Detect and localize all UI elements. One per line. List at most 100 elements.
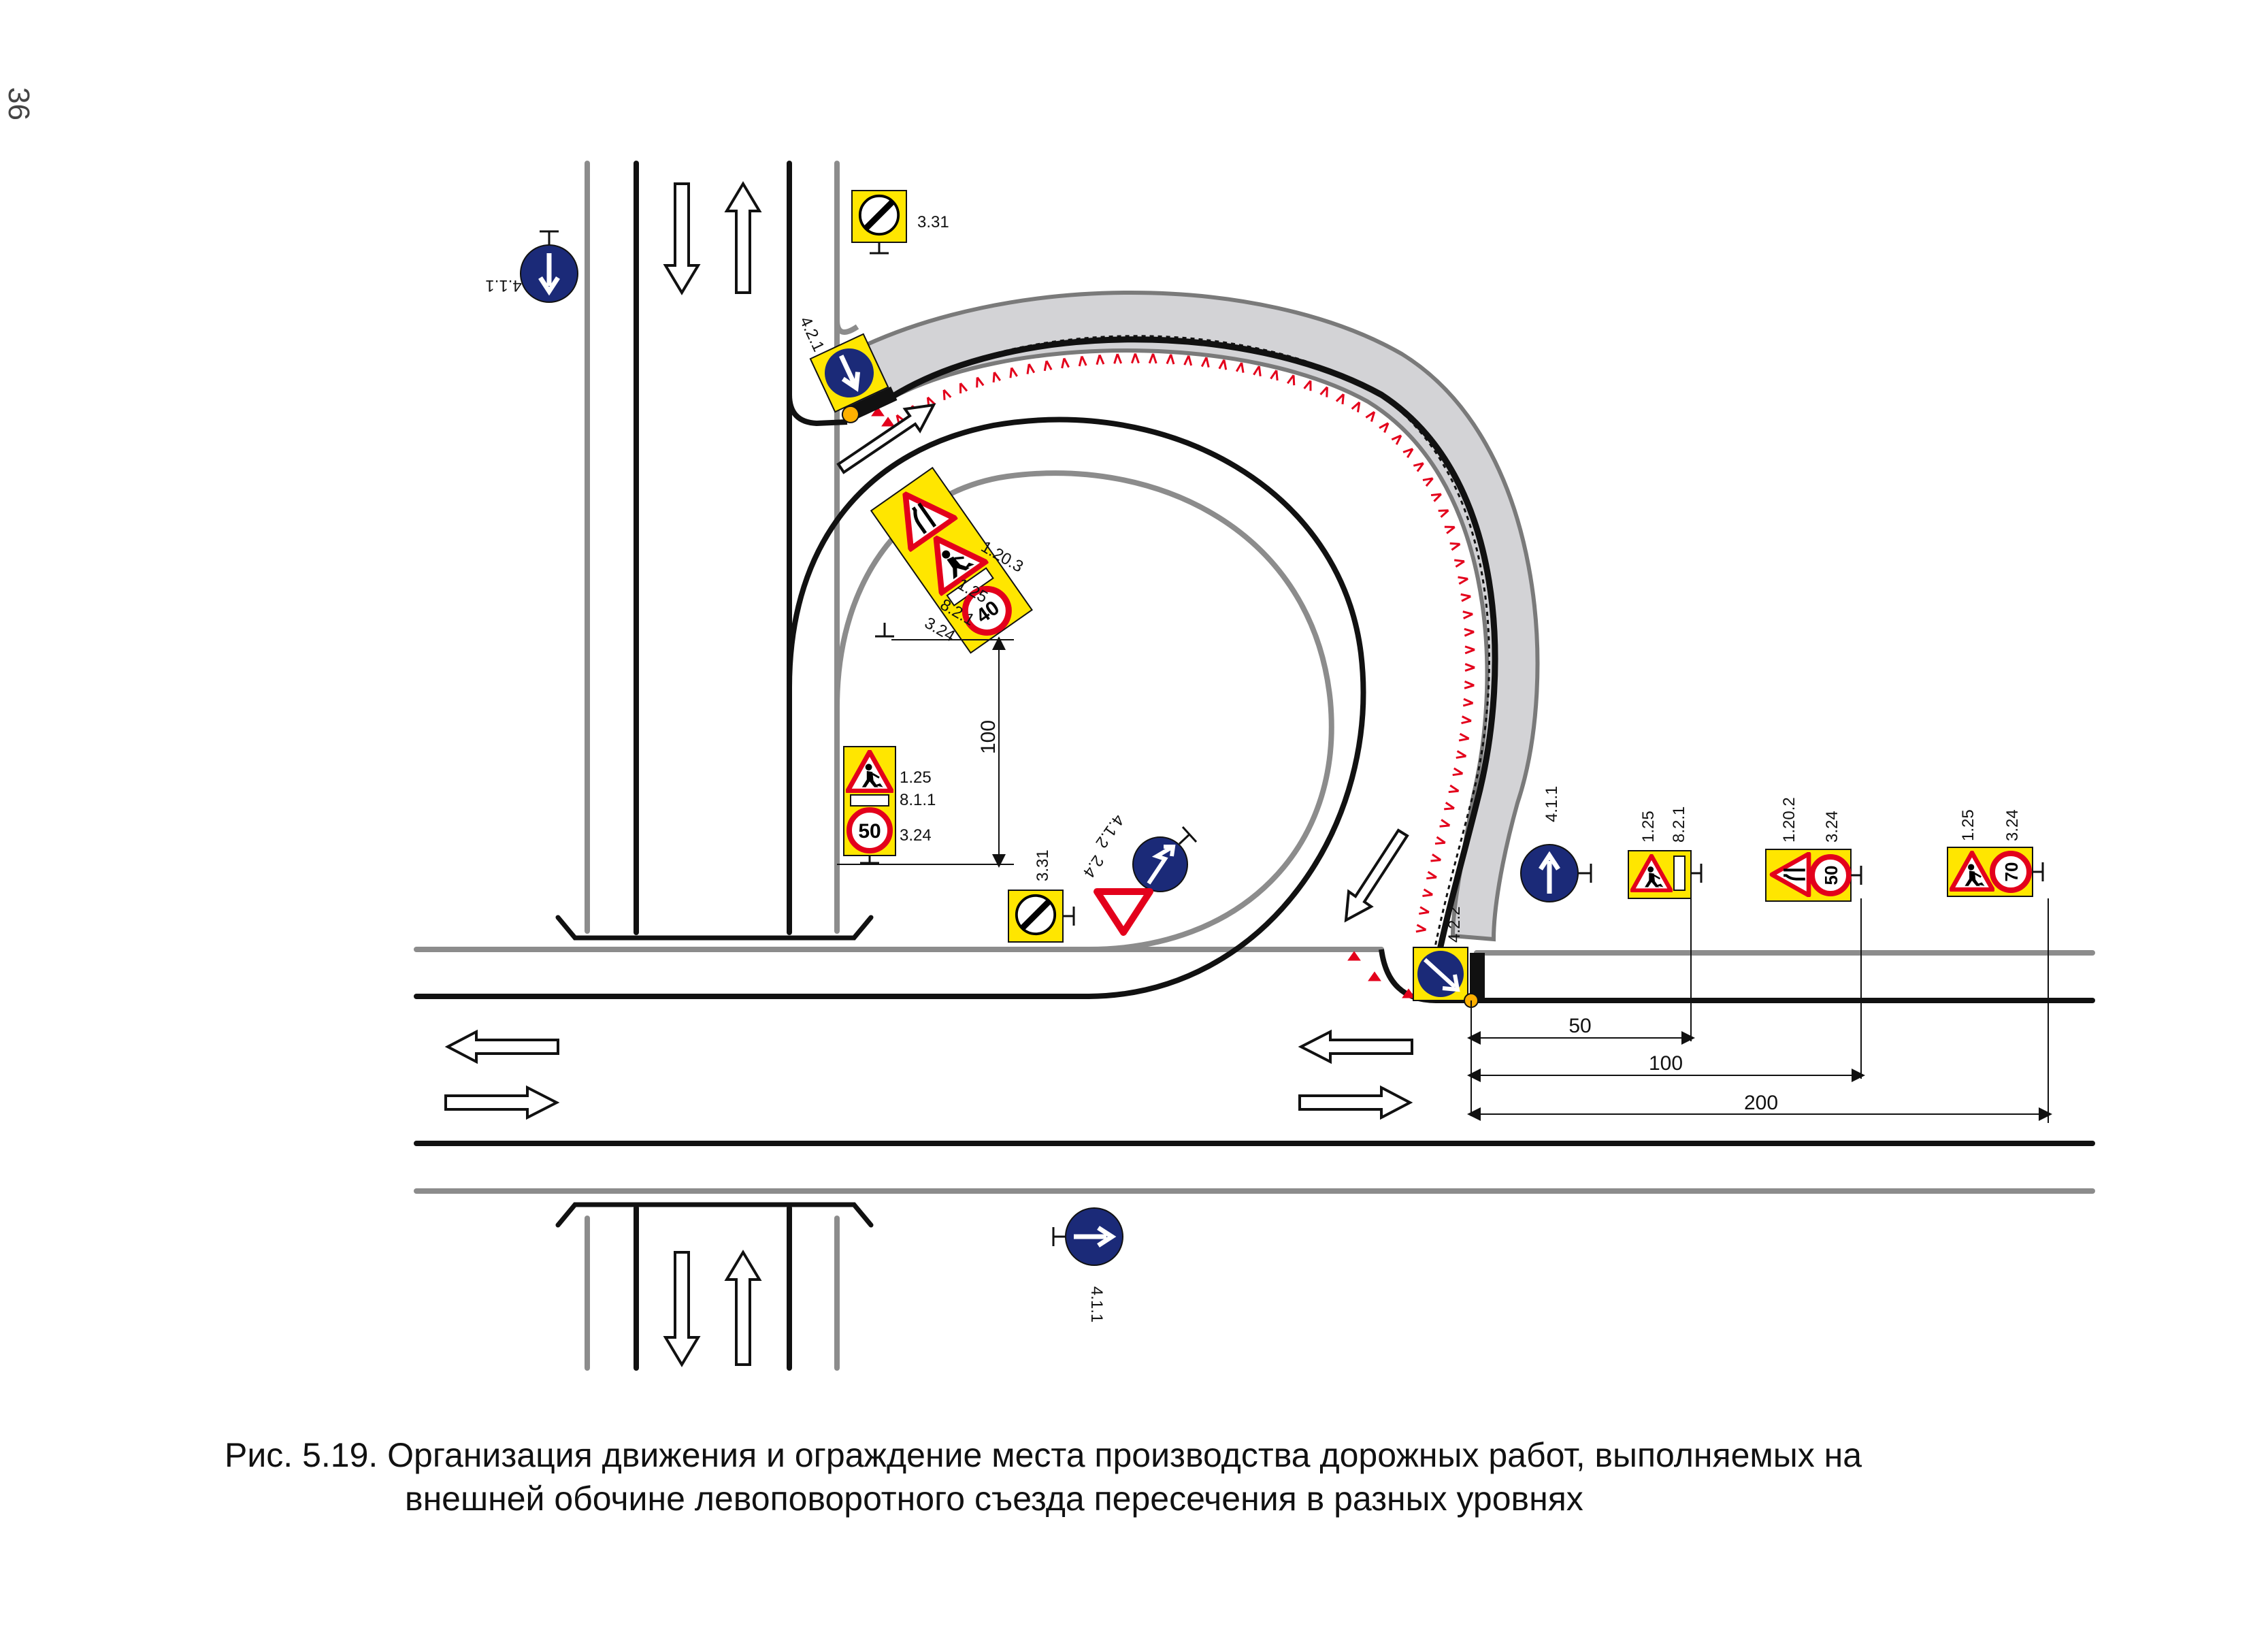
sign-group-1-25-3-24: 70 1.25 3.24 xyxy=(1947,809,2044,897)
sign-4-1-1-bottom-label: 4.1.1 xyxy=(1087,1286,1106,1322)
dim-200: 200 xyxy=(1744,1092,1778,1114)
red-light-icon xyxy=(1402,448,1414,459)
arrow-right-icon xyxy=(1298,1085,1413,1120)
sign-8-2-1-c-label: 8.2.1 xyxy=(1670,807,1688,843)
red-light-icon xyxy=(1235,362,1245,373)
red-light-icon xyxy=(1413,462,1424,472)
caption-line-2: внешней обочине левоповоротного съезда п… xyxy=(405,1480,1583,1518)
caption-line-1: Рис. 5.19. Организация движения и огражд… xyxy=(225,1436,1862,1474)
red-light-icon xyxy=(1458,576,1468,585)
red-light-icon xyxy=(1464,628,1475,637)
red-light-icon xyxy=(1449,542,1461,551)
arrow-sw-icon xyxy=(1344,828,1409,923)
red-light-icon xyxy=(942,389,952,400)
red-light-icon xyxy=(1438,509,1449,518)
red-light-icon xyxy=(1061,357,1070,369)
red-light-icon xyxy=(1464,663,1475,672)
red-light-icon xyxy=(1460,593,1471,602)
arrow-down-icon xyxy=(663,1251,701,1367)
red-light-icon xyxy=(992,372,1002,382)
arrow-up-icon xyxy=(724,1250,762,1366)
sign-4-2-1 xyxy=(809,333,898,423)
page-number: 36 xyxy=(2,87,35,120)
red-light-icon xyxy=(1218,359,1228,370)
sign-group-1-20-2-3-24: 50 1.20.2 3.24 xyxy=(1765,797,1862,902)
speed-50a-value: 50 xyxy=(858,820,881,843)
red-light-icon xyxy=(1009,367,1018,378)
sign-3-31-top-label: 3.31 xyxy=(917,213,949,231)
fence-line xyxy=(891,335,1491,951)
red-light-icon xyxy=(1448,784,1460,794)
red-light-icon xyxy=(959,382,968,394)
red-light-icon xyxy=(1200,357,1210,368)
lane-arrows xyxy=(444,181,1413,1367)
red-light-icon xyxy=(1422,888,1433,897)
red-warning-lights xyxy=(871,353,1475,998)
red-light-icon xyxy=(976,376,985,388)
red-light-icon xyxy=(1286,374,1296,386)
sign-1-25-c-label: 1.25 xyxy=(1639,811,1658,843)
red-light-icon xyxy=(1391,434,1402,445)
red-light-icon xyxy=(1368,971,1381,981)
red-light-icon xyxy=(1078,355,1087,367)
arrow-left-icon xyxy=(444,1029,559,1064)
loop-ramp xyxy=(787,163,1540,1003)
red-light-icon xyxy=(1043,360,1053,372)
sign-1-25-d-label: 1.25 xyxy=(1959,809,1977,841)
red-light-icon xyxy=(1430,853,1442,862)
red-light-icon xyxy=(1456,750,1467,759)
red-light-icon xyxy=(1351,401,1361,412)
speed-70-value: 70 xyxy=(2001,862,2022,882)
red-light-icon xyxy=(1335,393,1345,405)
red-light-icon xyxy=(1183,355,1193,366)
red-light-icon xyxy=(1422,477,1434,487)
sign-1-20-2-label: 1.20.2 xyxy=(1780,797,1798,843)
arrow-left-icon xyxy=(1298,1029,1413,1064)
red-light-icon xyxy=(1419,906,1430,915)
red-light-icon xyxy=(1026,363,1036,374)
sign-1-25-b-label: 1.25 xyxy=(900,768,932,787)
dimension-lines xyxy=(837,636,2052,1123)
sign-4-1-1-left: 4.1.1 xyxy=(485,230,578,303)
red-light-icon xyxy=(1253,365,1262,377)
red-light-icon xyxy=(1113,353,1123,364)
arrow-down-icon xyxy=(663,182,701,295)
red-light-icon xyxy=(1461,715,1472,725)
sign-3-31-mid: 3.31 xyxy=(1008,849,1075,943)
red-light-icon xyxy=(1131,353,1140,364)
red-light-icon xyxy=(1458,732,1470,742)
sign-3-24-d-label: 3.24 xyxy=(2003,809,2022,841)
sign-4-1-1-right-label: 4.1.1 xyxy=(1543,786,1561,822)
sign-group-rotated: 40 xyxy=(870,466,1033,654)
sign-2-4-label: 2.4 xyxy=(1079,852,1107,881)
red-light-icon xyxy=(1096,354,1105,365)
red-light-icon xyxy=(881,417,895,427)
red-light-icon xyxy=(1166,354,1175,365)
dim-100-vertical: 100 xyxy=(977,720,1000,754)
red-light-icon xyxy=(1452,767,1464,777)
dim-100: 100 xyxy=(1649,1052,1683,1075)
red-light-icon xyxy=(1379,422,1390,434)
sign-4-1-1-bottom: 4.1.1 xyxy=(1052,1207,1123,1322)
red-light-icon xyxy=(1415,924,1427,933)
speed-50b-value: 50 xyxy=(1821,866,1841,885)
figure-caption: Рис. 5.19. Организация движения и огражд… xyxy=(225,1433,2130,1520)
sign-3-24-c-label: 3.24 xyxy=(1823,811,1841,843)
red-light-icon xyxy=(1462,610,1473,619)
red-light-icon xyxy=(1270,370,1279,381)
red-light-icon xyxy=(1148,353,1157,364)
red-light-icon xyxy=(1464,645,1475,655)
red-light-icon xyxy=(1444,525,1456,534)
sign-4-1-1-right: 4.1.1 xyxy=(1520,786,1592,902)
red-light-icon xyxy=(871,406,885,417)
red-light-icon xyxy=(1430,493,1442,502)
red-light-icon xyxy=(1462,698,1474,707)
sign-4-1-2: 4.1.2 xyxy=(1091,811,1198,892)
red-light-icon xyxy=(1454,559,1465,568)
red-light-icon xyxy=(1464,680,1475,689)
sign-3-31-mid-label: 3.31 xyxy=(1034,849,1052,881)
arrow-ne-icon xyxy=(836,403,936,474)
arrow-up-icon xyxy=(724,181,762,294)
red-light-icon xyxy=(1303,380,1312,391)
